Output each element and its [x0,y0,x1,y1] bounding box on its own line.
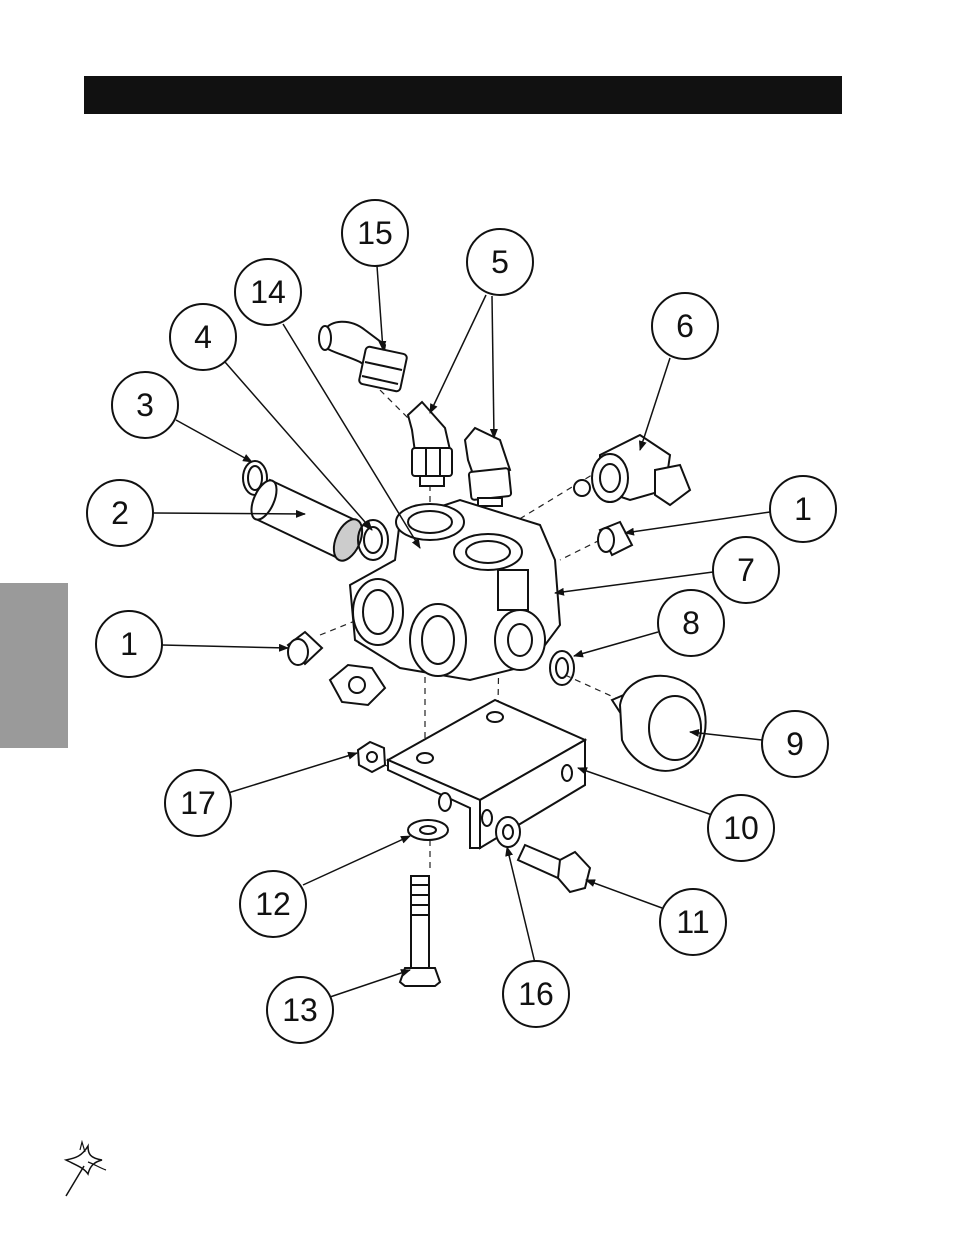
callout-1-right: 1 [770,476,836,542]
callout-5: 5 [467,229,533,295]
callout-4: 4 [170,304,236,370]
star-swoosh-logo-icon [58,1140,110,1198]
callout-9: 9 [762,711,828,777]
part-13-long-bolt [400,876,440,986]
callout-1-left: 1 [96,611,162,677]
svg-text:2: 2 [111,495,129,531]
callout-7: 7 [713,537,779,603]
svg-text:14: 14 [250,274,286,310]
svg-text:17: 17 [180,785,216,821]
part-8-snap-ring [550,651,574,685]
svg-text:3: 3 [136,387,154,423]
part-1-plug-left [288,632,322,665]
callout-8: 8 [658,590,724,656]
svg-text:11: 11 [676,904,709,940]
callout-10: 10 [708,795,774,861]
part-5-fitting-right [465,428,511,506]
svg-text:8: 8 [682,605,700,641]
callout-13: 13 [267,977,333,1043]
svg-text:15: 15 [357,215,393,251]
callout-3: 3 [112,372,178,438]
part-15-elbow-fitting [319,322,407,392]
svg-text:6: 6 [676,308,694,344]
part-5-fitting-left [408,402,452,486]
svg-text:4: 4 [194,319,212,355]
svg-text:12: 12 [255,886,291,922]
callout-2: 2 [87,480,153,546]
svg-text:10: 10 [723,810,759,846]
part-9-knob [612,676,706,771]
svg-text:16: 16 [518,976,554,1012]
callout-15: 15 [342,200,408,266]
hex-nut-pair [330,665,385,705]
callout-6: 6 [652,293,718,359]
svg-text:1: 1 [120,626,138,662]
callout-17: 17 [165,770,231,836]
svg-text:7: 7 [737,552,755,588]
svg-text:5: 5 [491,244,509,280]
part-12-washer [408,820,448,840]
part-2-cylinder [246,477,368,565]
part-7-valve-body [350,500,560,680]
part-6-elbow-assembly [574,435,690,505]
callout-11: 11 [660,889,726,955]
svg-text:9: 9 [786,726,804,762]
callout-14: 14 [235,259,301,325]
part-17-nut [358,742,385,772]
part-4-o-ring [358,520,388,560]
part-11-bolt [518,845,590,892]
part-1-plug-right [598,522,632,555]
svg-text:1: 1 [794,491,812,527]
callout-12: 12 [240,871,306,937]
callout-16: 16 [503,961,569,1027]
svg-text:13: 13 [282,992,318,1028]
part-16-washer [496,817,520,847]
